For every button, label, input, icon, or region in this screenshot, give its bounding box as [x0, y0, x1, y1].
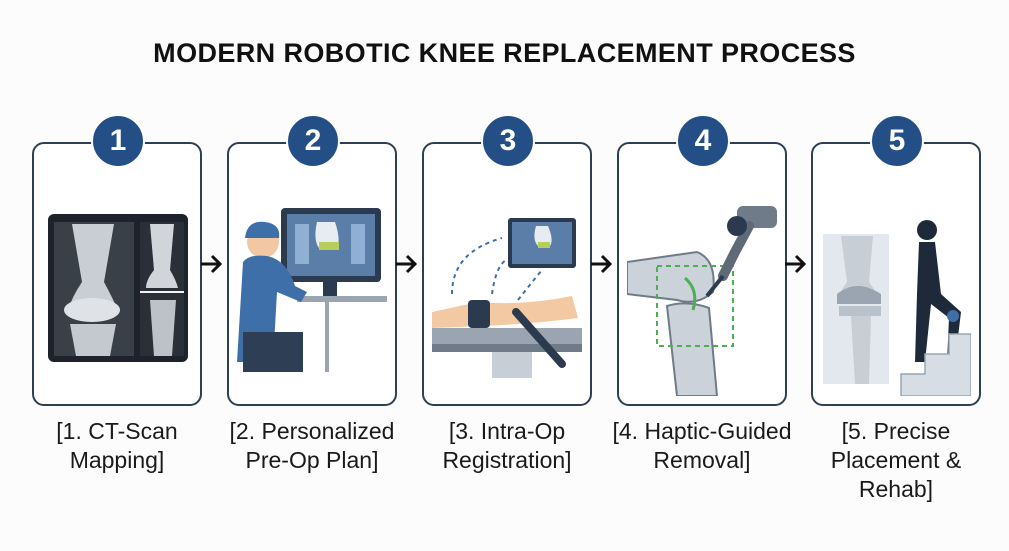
arrow-right-icon [785, 254, 807, 274]
ct-scan-image [48, 214, 188, 362]
step-badge: 1 [91, 114, 145, 168]
step-caption: [5. Precise Placement & Rehab] [830, 418, 962, 502]
step-2: 2 [2. Personalized Pre-Op Plan] [227, 112, 397, 512]
step-badge: 5 [870, 114, 924, 168]
step-card [617, 142, 787, 406]
arrow-right-icon [396, 254, 418, 274]
haptic-robot-image [627, 206, 777, 396]
step-card [32, 142, 202, 406]
step-badge: 3 [481, 114, 535, 168]
implant-rehab-image [823, 220, 971, 396]
step-4: 4 [4. Haptic-Guided Removal] [613, 112, 791, 512]
arrow-right-icon [201, 254, 223, 274]
step-badge: 4 [676, 114, 730, 168]
step-5: 5 [5. Precise Placement & Rehab] [811, 112, 981, 512]
step-3: 3 [3. Intra-Op Registration] [422, 112, 592, 512]
step-caption: [4. Haptic-Guided Removal] [612, 418, 792, 473]
registration-image [432, 218, 582, 378]
step-card [422, 142, 592, 406]
step-caption: [3. Intra-Op Registration] [442, 418, 572, 473]
diagram-title: MODERN ROBOTIC KNEE REPLACEMENT PROCESS [153, 38, 856, 68]
step-1: 1 [1. CT-Scan Mapping] [32, 112, 202, 512]
step-badge: 2 [286, 114, 340, 168]
step-card [227, 142, 397, 406]
arrow-right-icon [591, 254, 613, 274]
surgeon-planning-image [237, 208, 387, 372]
step-caption: [2. Personalized Pre-Op Plan] [229, 418, 395, 473]
step-caption: [1. CT-Scan Mapping] [56, 418, 178, 473]
step-card [811, 142, 981, 406]
